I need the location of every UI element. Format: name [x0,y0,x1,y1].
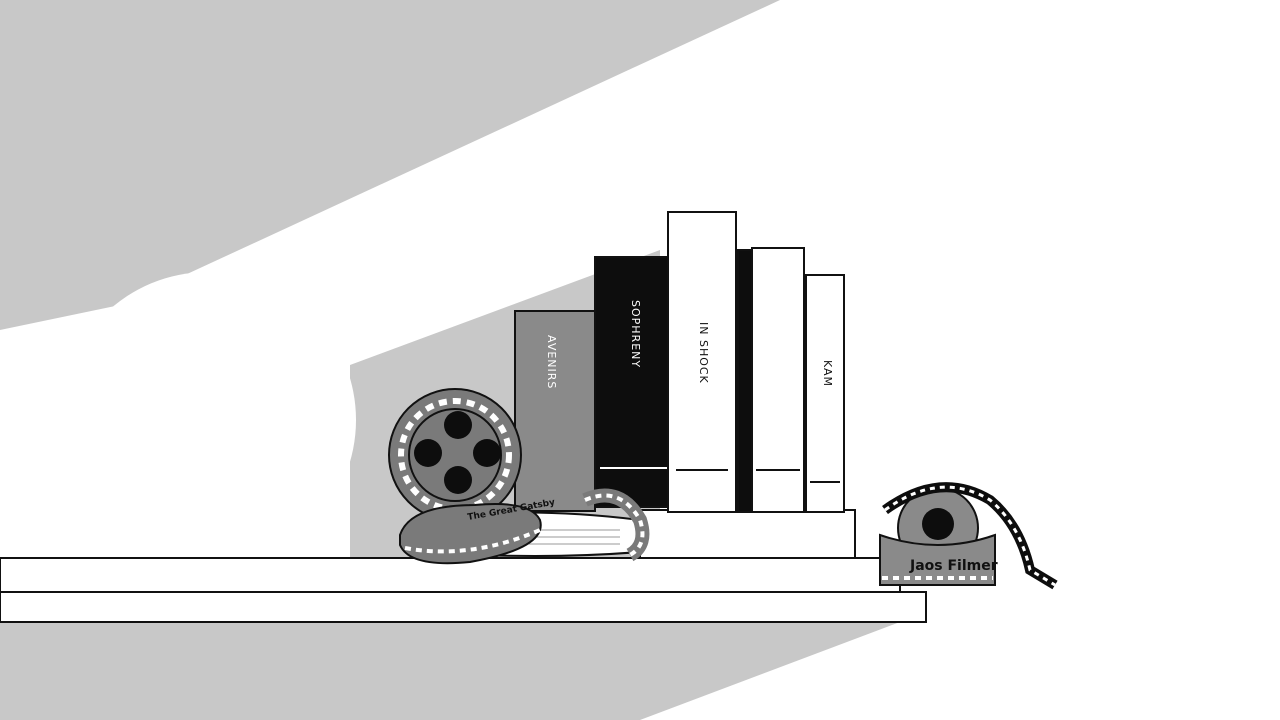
book-3: IN SHOCK [667,211,737,513]
bottom-shadow [0,622,900,720]
film-reel-icon [388,388,522,522]
film-strip-icon [399,488,650,565]
right-film-reel-icon [879,482,1058,590]
book-2: SOPHRENY [594,256,671,508]
book-5-spine: KAM [821,360,834,387]
right-reel-label: Jaos Filmer [909,558,998,574]
book-1: AVENIRS [514,310,596,512]
book-base [639,509,856,559]
light-circle [60,272,356,568]
book-5: KAM [805,274,845,513]
top-left-shadow [0,0,780,330]
book-1-spine: AVENIRS [545,335,558,389]
shelf-front [0,591,927,623]
book-2-spine: SOPHRENY [629,300,642,368]
book-3-spine: IN SHOCK [697,322,710,384]
book-4 [737,247,805,513]
